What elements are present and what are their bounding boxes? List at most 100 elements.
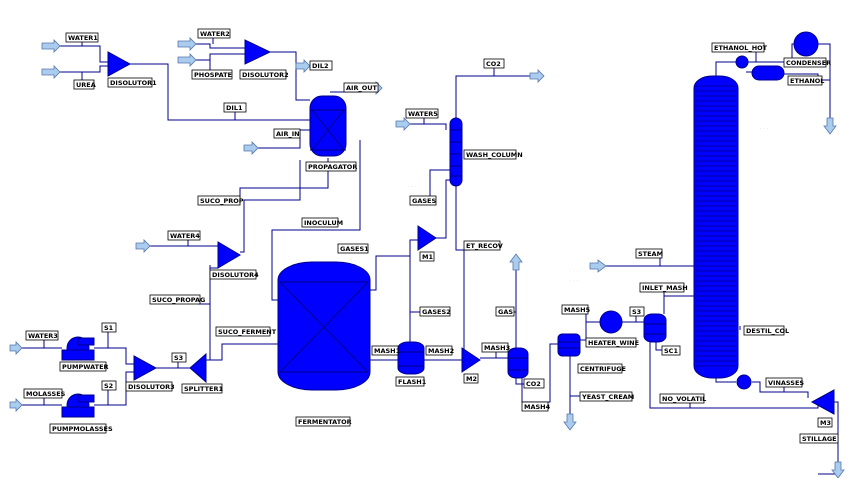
- unit-tag-flash1[interactable]: FLASH1: [395, 376, 427, 387]
- stream-tag-s1[interactable]: S1: [101, 322, 117, 333]
- stream-tag-dil1[interactable]: DIL1: [223, 102, 247, 113]
- unit-tag-dissolutor1[interactable]: DISOLUTOR1: [107, 77, 157, 88]
- unit-tag-pumpwater[interactable]: PUMPWATER: [59, 361, 109, 372]
- arrow-urea-feed[interactable]: [41, 65, 61, 79]
- unit-tag-centrifuge[interactable]: CENTRIFUGE: [577, 363, 626, 374]
- splitter1-icon[interactable]: [189, 352, 207, 384]
- stream-tag-mash1[interactable]: MASH1: [371, 345, 401, 356]
- unit-tag-destil-col[interactable]: DESTIL_COL: [743, 325, 789, 336]
- flash-tank-icon[interactable]: [507, 347, 529, 379]
- arrow-dil2-out[interactable]: [295, 59, 311, 73]
- reflux-drum-icon[interactable]: [751, 65, 785, 81]
- arrow-water2-feed[interactable]: [177, 37, 197, 51]
- stream-tag-gases[interactable]: GASES: [409, 195, 436, 206]
- stream-tag-steam[interactable]: STEAM: [635, 248, 663, 259]
- arrow-gas-out[interactable]: [509, 253, 523, 271]
- stream-tag-water3[interactable]: WATER3: [25, 330, 59, 341]
- m1-mixer-icon[interactable]: [417, 225, 437, 251]
- stream-tag-ethanol[interactable]: ETHANOL: [787, 75, 824, 86]
- unit-tag-dissolutor3[interactable]: DISOLUTOR3: [125, 381, 175, 392]
- stream-tag-water4[interactable]: WATER4: [167, 230, 201, 241]
- svg-text:M2: M2: [466, 375, 477, 383]
- stream-tag-inlet-mash[interactable]: INLET_MASH: [639, 282, 688, 293]
- dissolutor1-mixer-icon[interactable]: [107, 51, 132, 77]
- stream-tag-yeast-cream[interactable]: YEAST_CREAM: [579, 391, 634, 402]
- heater-wine-icon[interactable]: [599, 310, 623, 334]
- stream-tag-s3b[interactable]: S3: [629, 306, 645, 317]
- reboiler-icon[interactable]: [736, 374, 752, 390]
- m2-mixer-icon[interactable]: [461, 347, 481, 373]
- m3-mixer-icon[interactable]: [810, 389, 835, 415]
- arrow-stillage-out[interactable]: [831, 461, 845, 478]
- stream-tag-suco-prop[interactable]: SUCO_PROP: [197, 195, 244, 206]
- stream-tag-dil2[interactable]: DIL2: [309, 60, 333, 71]
- stream-tag-gas[interactable]: GAS: [495, 306, 515, 317]
- dissolutor2-mixer-icon[interactable]: [244, 39, 272, 65]
- centrifuge-icon[interactable]: [557, 333, 581, 357]
- stream-tag-vinasses[interactable]: VINASSES: [765, 377, 804, 388]
- distillation-column-icon[interactable]: [693, 75, 739, 379]
- unit-tag-m1[interactable]: M1: [419, 251, 435, 262]
- flash1-drum-icon[interactable]: [397, 341, 425, 375]
- stream-tag-inoculum[interactable]: INOCULUM: [301, 217, 343, 228]
- svg-text:WASH_COLUMN: WASH_COLUMN: [466, 151, 523, 159]
- stream-tag-mash3[interactable]: MASH3: [481, 342, 510, 353]
- stream-tag-suco-ferment[interactable]: SUCO_FERMENT: [215, 326, 277, 337]
- unit-tag-m2[interactable]: M2: [463, 373, 479, 384]
- arrow-ethanol-out[interactable]: [823, 117, 837, 135]
- stream-tag-mash4[interactable]: MASH4: [521, 401, 551, 412]
- unit-tag-condenser[interactable]: CONDENSER: [783, 57, 831, 68]
- stream-tag-et-recov[interactable]: ET_RECOV: [463, 240, 503, 251]
- unit-tag-propagator[interactable]: PROPAGATOR: [305, 161, 357, 172]
- stream-tag-air-in[interactable]: AIR_IN: [273, 128, 301, 139]
- unit-tag-m3[interactable]: M3: [817, 417, 833, 428]
- stream-tag-water2[interactable]: WATER2: [197, 28, 231, 39]
- unit-tag-wash-column[interactable]: WASH_COLUMN: [463, 149, 523, 160]
- stream-tag-stillage[interactable]: STILLAGE: [799, 433, 839, 444]
- unit-tag-fermentator[interactable]: FERMENTATOR: [295, 416, 352, 427]
- wash-column-icon[interactable]: [449, 117, 463, 187]
- dissolutor3-mixer-icon[interactable]: [133, 355, 158, 381]
- stream-tag-ethanol-hot[interactable]: ETHANOL_HOT: [711, 42, 768, 53]
- pumpwater-icon[interactable]: [61, 336, 95, 361]
- stream-tag-no-volatil[interactable]: NO_VOLATIL: [659, 393, 706, 404]
- unit-tag-heater-wine[interactable]: HEATER_WINE: [585, 337, 639, 348]
- top-drum-icon[interactable]: [735, 55, 749, 69]
- stream-tag-mash5[interactable]: MASH5: [561, 304, 591, 315]
- stream-tag-sc1[interactable]: SC1: [661, 345, 681, 356]
- unit-tag-dissolutor2[interactable]: DISOLUTOR2: [239, 69, 289, 80]
- arrow-water3-feed[interactable]: [9, 341, 23, 355]
- arrow-air-in-feed[interactable]: [243, 141, 259, 155]
- stream-tag-co2b[interactable]: CO2: [523, 378, 545, 389]
- unit-tag-dissolutor4[interactable]: DISOLUTOR4: [209, 269, 259, 280]
- stream-tag-water1[interactable]: WATER1: [65, 32, 99, 43]
- condenser-icon[interactable]: [793, 31, 819, 57]
- arrow-yeast-cream-out[interactable]: [563, 413, 577, 431]
- arrow-phosphate-feed[interactable]: [177, 53, 197, 67]
- arrow-water4-feed[interactable]: [135, 239, 151, 253]
- dissolutor4-mixer-icon[interactable]: [217, 241, 241, 269]
- stream-tag-s3[interactable]: S3: [171, 352, 187, 363]
- stream-tag-s2[interactable]: S2: [101, 380, 117, 391]
- stream-tag-gases2[interactable]: GASES2: [419, 306, 451, 317]
- stream-tag-water5[interactable]: WATER5: [405, 108, 439, 119]
- propagator-vessel-icon[interactable]: [309, 95, 347, 157]
- stream-tag-gases1[interactable]: GASES1: [337, 243, 369, 254]
- arrow-co2-out[interactable]: [529, 69, 545, 83]
- arrow-water5-feed[interactable]: [395, 117, 411, 131]
- unit-tag-splitter1[interactable]: SPLITTER1: [181, 383, 223, 394]
- stream-tag-urea[interactable]: UREA: [73, 79, 96, 90]
- stream-tag-mash2[interactable]: MASH2: [425, 345, 454, 356]
- stream-tag-co2[interactable]: CO2: [483, 58, 505, 69]
- arrow-molasses-feed[interactable]: [9, 398, 23, 412]
- arrow-water1-feed[interactable]: [41, 39, 61, 53]
- stream-tag-air-out[interactable]: AIR_OUT: [343, 82, 379, 93]
- stream-tag-suco-propag[interactable]: SUCO_PROPAG: [149, 294, 205, 305]
- fermentator-vessel-icon[interactable]: [277, 261, 371, 391]
- arrow-steam-feed[interactable]: [589, 259, 607, 273]
- pumpmolasses-icon[interactable]: [61, 393, 95, 418]
- stream-tag-molasses[interactable]: MOLASSES: [23, 388, 66, 399]
- stream-tag-phosphate[interactable]: PHOSPATE: [191, 69, 233, 80]
- inlet-drum-icon[interactable]: [643, 313, 667, 343]
- unit-tag-pumpmolasses[interactable]: PUMPMOLASSES: [49, 423, 113, 434]
